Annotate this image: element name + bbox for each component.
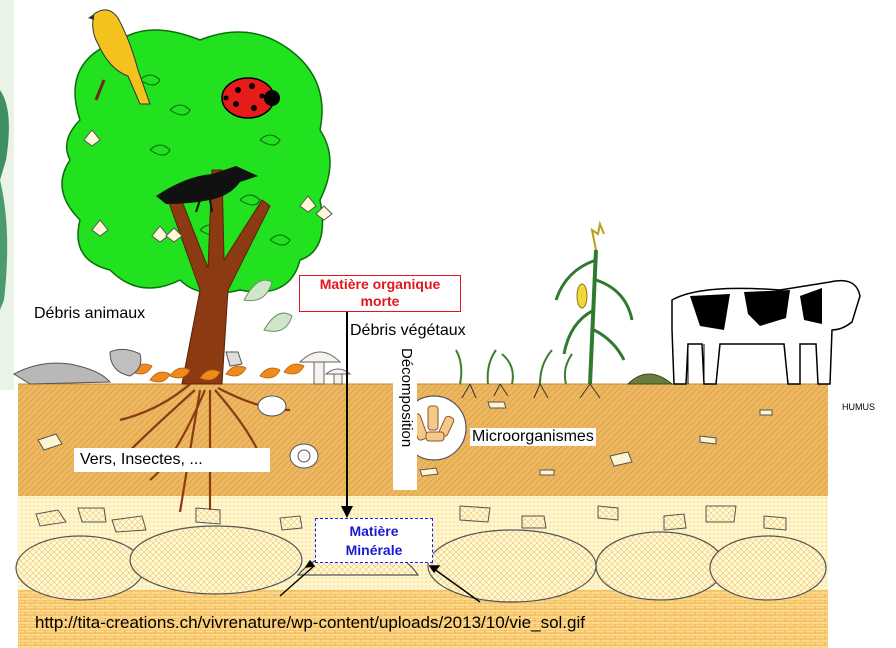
dead-organic-matter-line2: morte (300, 293, 460, 310)
dead-organic-matter-label: Matière organique morte (299, 275, 461, 312)
microorganisms-label: Microorganismes (470, 428, 596, 446)
mineral-matter-label: Matière Minérale (315, 518, 433, 563)
small-crops (456, 350, 572, 384)
dead-organic-matter-line1: Matière organique (300, 276, 460, 293)
mushrooms (300, 352, 350, 384)
dung-mound (628, 374, 672, 384)
decomposition-label: Décomposition (395, 348, 417, 447)
animal-debris-label: Débris animaux (34, 305, 145, 323)
mineral-matter-line2: Minérale (316, 541, 432, 560)
cow (672, 281, 860, 384)
decomposition-label-box: Décomposition (393, 348, 417, 490)
source-url: http://tita-creations.ch/vivrenature/wp-… (35, 613, 585, 633)
humus-label: HUMUS (842, 402, 875, 412)
mineral-matter-line1: Matière (316, 522, 432, 541)
worms-insects-label: Vers, Insectes, ... (74, 448, 270, 472)
plant-debris-label: Débris végétaux (348, 322, 468, 340)
